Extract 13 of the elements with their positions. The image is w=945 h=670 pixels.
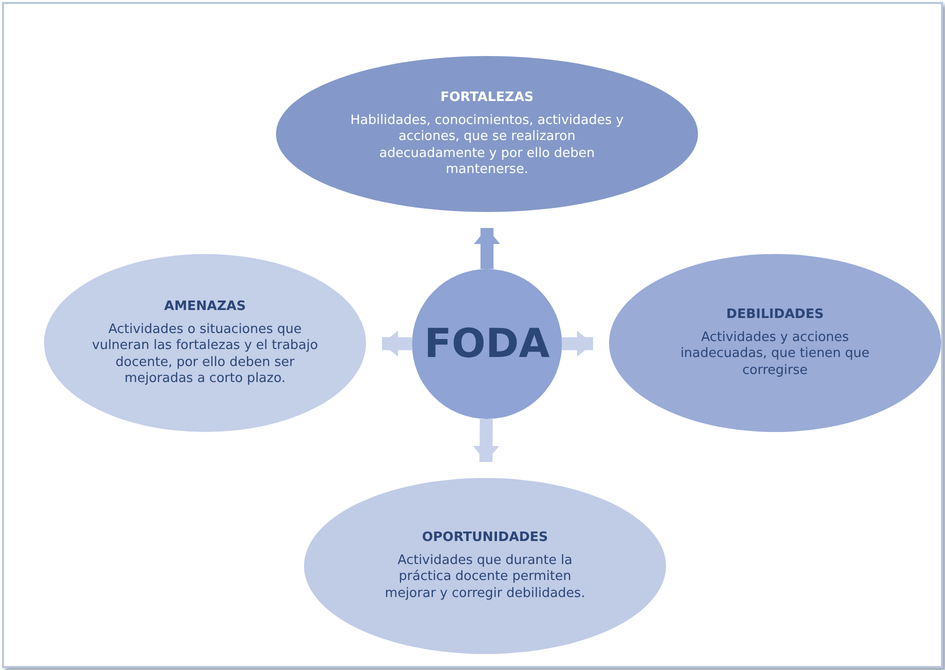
topic-description: Habilidades, conocimientos, actividades y acciones, que se realizaron adecuadamente y por ello deben mantenerse. (349, 113, 625, 178)
block-arrow (474, 228, 500, 269)
center-title: FODA (424, 321, 550, 367)
topic-heading: OPORTUNIDADES (422, 530, 548, 546)
topic-heading: AMENAZAS (164, 299, 246, 314)
block-arrow (473, 418, 500, 462)
topic-description: Actividades o situaciones que vulneran las fortalezas y el trabajo docente, por ello deben ser mejoradas a corto plazo. (91, 322, 319, 387)
topic-heading: DEBILIDADES (726, 307, 824, 322)
topic-description: Actividades y acciones inadecuadas, que tienen que corregirse (679, 330, 871, 379)
topic-heading: FORTALEZAS (440, 90, 534, 105)
topic-description: Actividades que durante la práctica docente permiten mejorar y corregir debilidades. (384, 553, 586, 602)
block-arrow (562, 330, 594, 357)
block-arrow (382, 330, 412, 357)
